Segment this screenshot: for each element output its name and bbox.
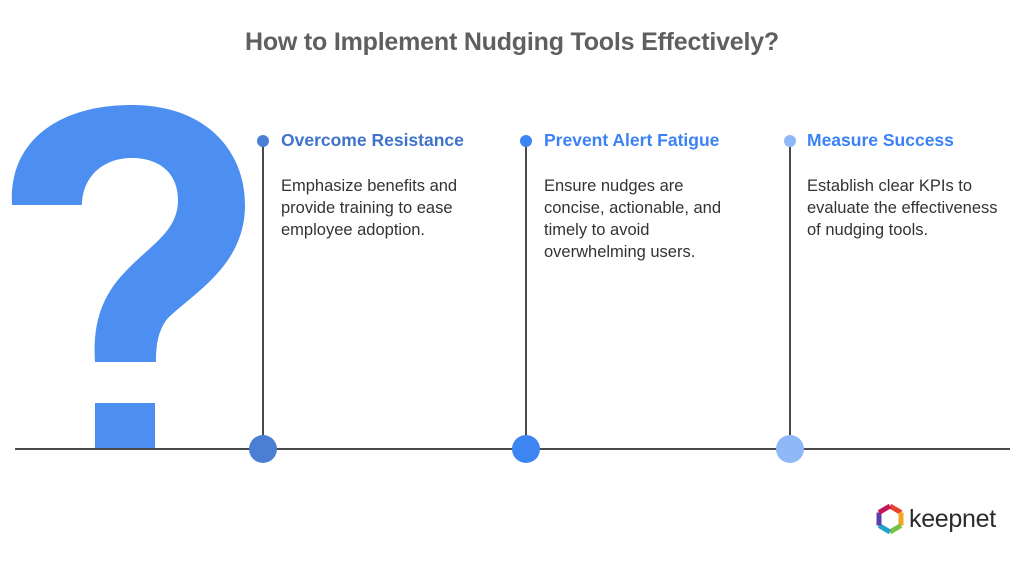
step-title-prevent-alert-fatigue: Prevent Alert Fatigue xyxy=(544,130,720,150)
timeline-node-1 xyxy=(249,435,277,463)
timeline-node-2 xyxy=(512,435,540,463)
step-description-measure-success: Establish clear KPIs to evaluate the eff… xyxy=(807,177,998,239)
timeline-stem-2 xyxy=(525,143,527,448)
step-description-overcome-resistance: Emphasize benefits and provide training … xyxy=(281,177,458,239)
question-mark-icon xyxy=(11,105,246,449)
logo-text: keepnet xyxy=(909,504,996,533)
step-title-overcome-resistance: Overcome Resistance xyxy=(281,130,464,150)
marker-dot-3 xyxy=(784,135,796,147)
step-title-measure-success: Measure Success xyxy=(807,130,954,150)
timeline-stem-1 xyxy=(262,143,264,448)
marker-dot-2 xyxy=(520,135,532,147)
timeline-stem-3 xyxy=(789,143,791,448)
step-description-prevent-alert-fatigue: Ensure nudges are concise, actionable, a… xyxy=(544,177,722,261)
timeline-node-3 xyxy=(776,435,804,463)
keepnet-logo: keepnet xyxy=(874,503,996,535)
page-title: How to Implement Nudging Tools Effective… xyxy=(244,28,779,56)
marker-dot-1 xyxy=(257,135,269,147)
keepnet-hexagon-logo-icon xyxy=(876,503,904,535)
